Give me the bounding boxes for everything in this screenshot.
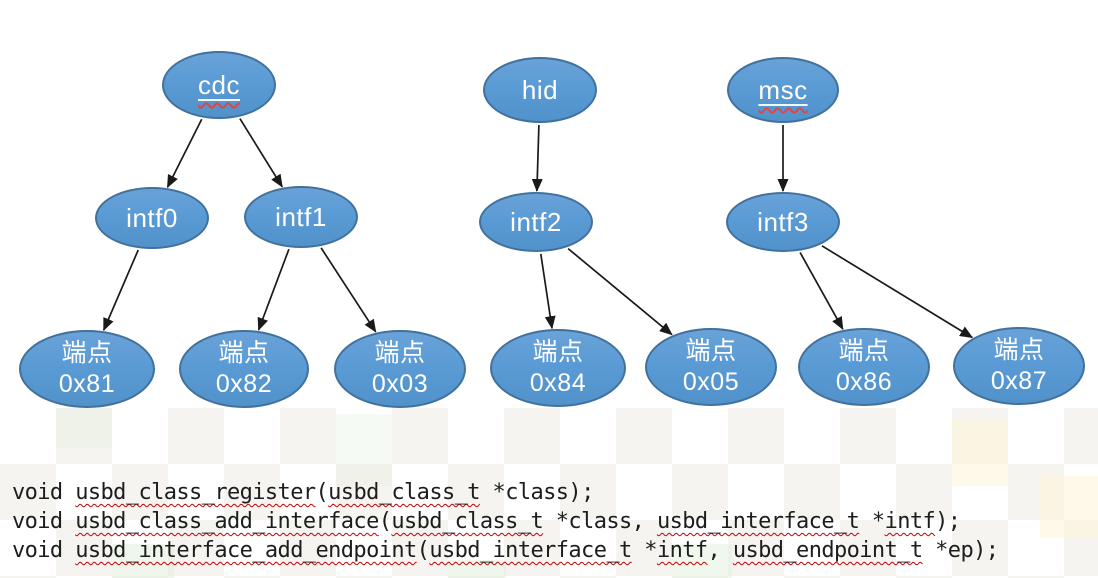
code-token: void — [12, 480, 76, 505]
misspelled-token: usbd_endpoint_t — [732, 538, 923, 563]
arrow-intf1-ep03 — [320, 247, 377, 333]
misspelled-token: usbd_class_t — [391, 509, 544, 534]
arrow-intf2-ep05 — [567, 247, 673, 336]
misspelled-token: intf — [884, 509, 936, 534]
misspelled-token: usbd_interface_add_endpoint — [75, 538, 417, 563]
node-label-cdc: cdc — [198, 70, 240, 100]
node-intf0: intf0 — [95, 187, 209, 249]
node-intf1: intf1 — [244, 186, 358, 248]
code-token: ( — [378, 509, 392, 534]
misspelled-token: usbd_class_register — [75, 480, 316, 505]
arrow-cdc-intf1 — [239, 118, 283, 188]
code-token: * — [859, 509, 885, 534]
arrow-intf3-ep86 — [799, 252, 844, 330]
code-token: *ep); — [922, 538, 999, 563]
node-label-intf1: intf1 — [275, 202, 327, 232]
arrow-intf1-ep82 — [257, 248, 290, 331]
arrow-intf3-ep87 — [821, 245, 974, 339]
node-label-hid: hid — [521, 75, 559, 105]
arrow-hid-intf2 — [531, 124, 543, 192]
code-token: ( — [416, 538, 430, 563]
code-token: ); — [935, 509, 961, 534]
code-token: void — [12, 538, 76, 563]
misspelled-token: usbd_interface_t — [429, 538, 632, 563]
code-line-2: void usbd_class_add_interface(usbd_class… — [12, 507, 1098, 536]
misspelled-token: usbd_class_add_interface — [75, 509, 379, 534]
code-token: , — [707, 538, 733, 563]
node-intf2: intf2 — [479, 192, 593, 252]
node-label-intf3: intf3 — [757, 207, 809, 237]
misspelled-token: intf — [656, 538, 708, 563]
arrow-cdc-intf0 — [166, 118, 203, 189]
code-line-1: void usbd_class_register(usbd_class_t *c… — [12, 478, 1098, 507]
arrow-intf2-ep84 — [539, 253, 556, 330]
node-label-msc: msc — [758, 75, 808, 105]
code-snippet: void usbd_class_register(usbd_class_t *c… — [12, 478, 1098, 565]
node-label-intf2: intf2 — [510, 207, 562, 237]
node-cdc: cdc — [162, 51, 276, 119]
code-token: ( — [315, 480, 329, 505]
node-msc: msc — [727, 57, 839, 123]
node-label-intf0: intf0 — [126, 203, 178, 233]
code-token: * — [631, 538, 657, 563]
code-line-3: void usbd_interface_add_endpoint(usbd_in… — [12, 536, 1098, 565]
code-token: void — [12, 509, 76, 534]
code-token: *class); — [479, 480, 595, 505]
misspelled-token: usbd_interface_t — [656, 509, 860, 534]
misspelled-token: usbd_class_t — [328, 480, 480, 505]
arrow-intf0-ep81 — [102, 249, 139, 332]
node-hid: hid — [483, 57, 597, 123]
code-token: *class, — [543, 509, 657, 534]
node-intf3: intf3 — [726, 192, 840, 252]
